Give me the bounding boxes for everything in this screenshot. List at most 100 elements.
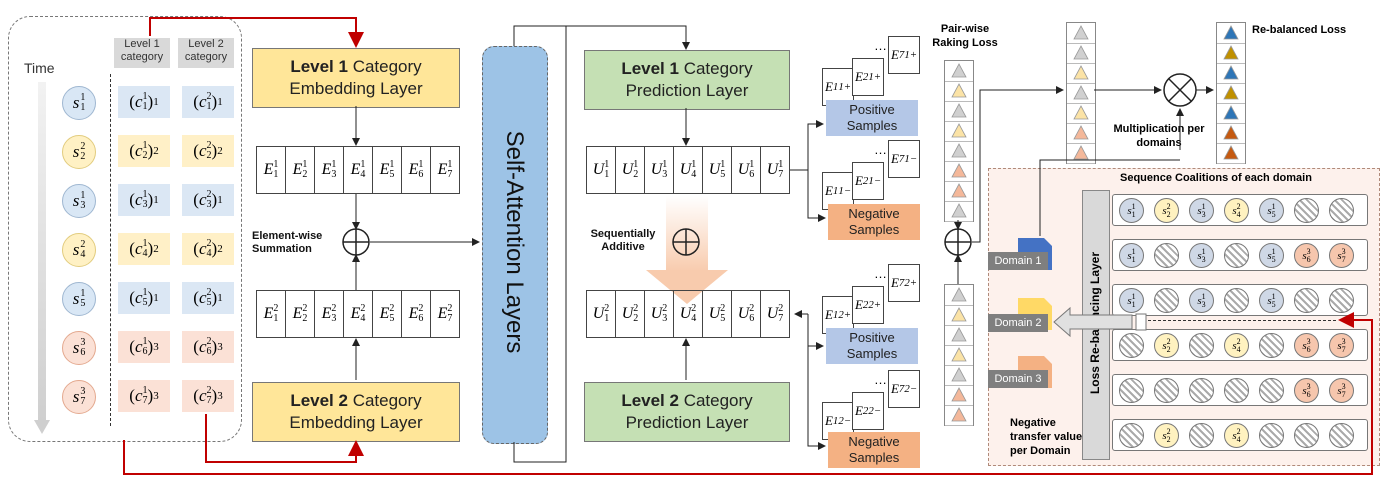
domain-feedback-arrow (1053, 306, 1147, 338)
coalition-item (1224, 378, 1249, 403)
time-arrow-head (34, 420, 50, 434)
triangle-icon (945, 405, 973, 426)
coalition-item (1154, 378, 1179, 403)
triangle-icon (945, 181, 973, 202)
coalition-item (1294, 423, 1319, 448)
triangle-icon (945, 121, 973, 142)
level1-prediction-category: Category (678, 59, 753, 78)
level2-prediction-subtitle: Prediction Layer (625, 413, 749, 432)
domain1-label: Domain 1 (988, 252, 1048, 270)
coalition-item (1329, 423, 1354, 448)
coalition-item (1224, 288, 1249, 313)
rebalanced-loss-column (1216, 22, 1246, 164)
sequentially-additive-label: Sequentially Additive (590, 228, 656, 253)
triangle-icon (945, 345, 973, 366)
coalition-item (1259, 423, 1284, 448)
level2-prediction-category: Category (678, 391, 753, 410)
triangle-icon (945, 201, 973, 222)
triangle-icon (1217, 103, 1245, 124)
coalition-item (1154, 288, 1179, 313)
level1-embedding-category: Category (347, 57, 422, 76)
domain2-label: Domain 2 (988, 314, 1048, 332)
time-arrow (38, 82, 46, 422)
level1-positive-samples: Positive Samples (826, 100, 918, 136)
pairwise-loss-upper (944, 60, 974, 222)
level2-embedding-category: Category (347, 391, 422, 410)
coalition-item (1294, 198, 1319, 223)
triangle-icon (1067, 103, 1095, 124)
negative-transfer-label: Negative transfer value per Domain (1010, 417, 1083, 457)
level2-prediction-layer: Level 2 Category Prediction Layer (584, 382, 790, 442)
coalition-item (1154, 243, 1179, 268)
coalition-item (1119, 378, 1144, 403)
coalition-item (1259, 378, 1284, 403)
pos1-ellipsis: … (874, 38, 887, 53)
triangle-icon (1217, 63, 1245, 84)
coalition-item (1294, 288, 1319, 313)
triangle-icon (1217, 83, 1245, 104)
additive-arrow (666, 196, 708, 272)
level1-prediction-bold: Level 1 (621, 59, 679, 78)
triangle-icon (1067, 23, 1095, 44)
category-divider (110, 74, 111, 426)
self-attention-layers (482, 46, 548, 444)
coalition-item (1189, 378, 1214, 403)
triangle-icon (945, 101, 973, 122)
loss-vector-column (1066, 22, 1096, 164)
level2-category-header: Level 2 category (178, 38, 234, 68)
triangle-icon (945, 61, 973, 82)
triangle-icon (945, 285, 973, 306)
level1-category-header: Level 1 category (114, 38, 170, 68)
pairwise-loss-label: Pair-wise Raking Loss (932, 23, 998, 49)
